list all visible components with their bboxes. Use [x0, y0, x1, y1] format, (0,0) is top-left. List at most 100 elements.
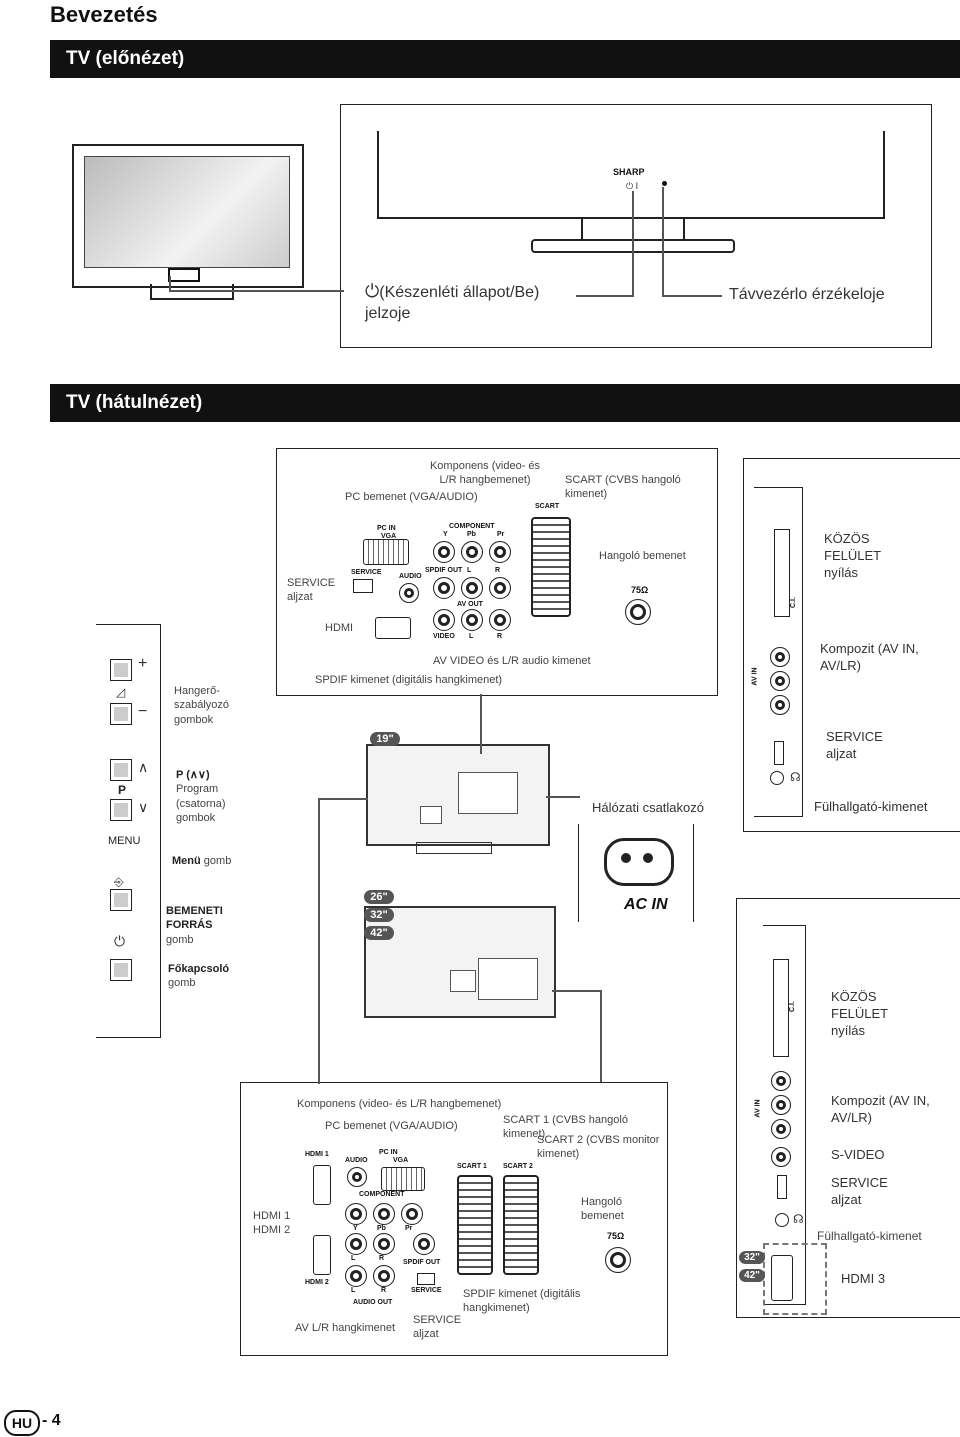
tv-rear-19 — [366, 744, 550, 846]
composite-l-jack[interactable] — [771, 1095, 791, 1115]
minus-icon: − — [138, 703, 148, 720]
side-panel-top: C.I. KÖZÖS FELÜLET nyílás AV IN Kompozit… — [743, 458, 960, 832]
pc-audio-jack[interactable] — [399, 583, 419, 603]
service-port[interactable] — [774, 741, 784, 765]
av-r-jack[interactable] — [489, 609, 511, 631]
program-down-button[interactable] — [110, 799, 132, 821]
component-y-jack[interactable] — [433, 541, 455, 563]
service-label: SERVICE aljzat — [287, 577, 336, 604]
scart-port[interactable] — [531, 517, 571, 617]
ac-socket-label: Hálózati csatlakozó — [592, 800, 704, 815]
component-r-jack[interactable] — [489, 577, 511, 599]
plus-icon: + — [138, 655, 148, 672]
audio-out-r-jack[interactable] — [373, 1265, 395, 1287]
component-r-jack[interactable] — [373, 1233, 395, 1255]
composite-video-jack[interactable] — [770, 695, 790, 715]
svideo-jack[interactable] — [771, 1147, 791, 1167]
component-label: Komponens (video- és L/R hangbemenet) — [429, 460, 541, 487]
power-icon: ⏻ — [114, 933, 126, 949]
spdif-label: SPDIF kimenet (digitális hangkimenet) — [463, 1288, 581, 1315]
ohm-value: 75Ω — [607, 1231, 625, 1241]
volume-label: Hangerő-szabályozó gombok — [174, 685, 230, 726]
ci-slot-label: KÖZÖS FELÜLET nyílás — [824, 531, 881, 580]
hdmi-port[interactable] — [375, 617, 411, 639]
service-port[interactable] — [417, 1273, 435, 1285]
component-l-jack[interactable] — [345, 1233, 367, 1255]
audio-out-l-jack[interactable] — [345, 1265, 367, 1287]
component-pb-jack[interactable] — [373, 1203, 395, 1225]
ci-slot-label: KÖZÖS FELÜLET nyílás — [831, 989, 888, 1038]
menu-label: Menü gomb — [172, 855, 232, 867]
component-pr-jack[interactable] — [401, 1203, 423, 1225]
tuner-jack[interactable] — [625, 599, 651, 625]
size-badge-26: 26" — [364, 890, 394, 904]
pc-audio-jack[interactable] — [347, 1167, 367, 1187]
spdif-label: SPDIF kimenet (digitális hangkimenet) — [315, 674, 503, 686]
composite-r-jack[interactable] — [771, 1071, 791, 1091]
service-port[interactable] — [777, 1175, 787, 1199]
front-detail-box: SHARP ⏻ I ⏻(Készenléti állapot/Be) jelzo… — [340, 104, 932, 348]
spdif-jack[interactable] — [413, 1233, 435, 1255]
ci-slot[interactable] — [773, 959, 789, 1057]
size-badge-42: 42" — [739, 1269, 765, 1282]
power-button[interactable] — [110, 959, 132, 981]
tv-rear-26-42 — [364, 906, 556, 1018]
service-label: SERVICE aljzat — [826, 729, 883, 761]
size-badge-32: 32" — [739, 1251, 765, 1264]
vga-port[interactable] — [363, 539, 409, 565]
chevron-down-icon: ∨ — [138, 799, 149, 815]
sensor-dot — [662, 181, 667, 186]
component-y-jack[interactable] — [345, 1203, 367, 1225]
av-lr-label: AV L/R hangkimenet — [295, 1322, 396, 1334]
power-led-icon: ⏻ I — [626, 181, 639, 191]
tuner-label: Hangoló bemenet — [599, 550, 686, 562]
composite-label: Kompozit (AV IN, AV/LR) — [831, 1093, 930, 1125]
power-icon: ⏻ — [365, 281, 380, 301]
component-pb-jack[interactable] — [461, 541, 483, 563]
service-port[interactable] — [353, 579, 373, 593]
language-badge: HU — [4, 1410, 40, 1436]
hdmi3-port[interactable] — [771, 1255, 793, 1301]
component-pr-jack[interactable] — [489, 541, 511, 563]
volume-up-button[interactable] — [110, 659, 132, 681]
ac-socket[interactable] — [604, 838, 674, 886]
chevron-up-icon: ∧ — [138, 759, 149, 775]
scart2-port[interactable] — [503, 1175, 539, 1275]
size-badge-19: 19" — [370, 732, 400, 746]
composite-r-jack[interactable] — [770, 647, 790, 667]
composite-l-jack[interactable] — [770, 671, 790, 691]
av-video-label: AV VIDEO és L/R audio kimenet — [433, 655, 591, 667]
tv-bezel — [377, 131, 885, 219]
program-up-button[interactable] — [110, 759, 132, 781]
vga-port[interactable] — [381, 1167, 425, 1191]
volume-down-button[interactable] — [110, 703, 132, 725]
hdmi-label: HDMI — [325, 622, 354, 634]
standby-indicator-label: ⏻(Készenléti állapot/Be) jelzoje — [365, 281, 540, 322]
spdif-jack[interactable] — [433, 577, 455, 599]
pc-input-label: PC bemenet (VGA/AUDIO) — [325, 1120, 458, 1132]
av-l-jack[interactable] — [461, 609, 483, 631]
page-number: - 4 — [42, 1412, 61, 1429]
service-label: SERVICE aljzat — [413, 1314, 462, 1341]
component-l-jack[interactable] — [461, 577, 483, 599]
size-badge-32: 32" — [364, 908, 394, 922]
headphone-jack[interactable] — [770, 771, 784, 785]
tuner-jack[interactable] — [605, 1247, 631, 1273]
hdmi2-port[interactable] — [313, 1235, 331, 1275]
av-video-jack[interactable] — [433, 609, 455, 631]
program-label: P (∧∨)Program (csatorna) gombok — [176, 769, 226, 824]
headphone-jack[interactable] — [775, 1213, 789, 1227]
input-button[interactable] — [110, 889, 132, 911]
side-button-panel: + ◿ − ∧ P ∨ MENU ⎆ ⏻ — [96, 624, 161, 1038]
composite-video-jack[interactable] — [771, 1119, 791, 1139]
hdmi1-port[interactable] — [313, 1165, 331, 1205]
tv-screen — [84, 156, 290, 268]
volume-icon: ◿ — [116, 685, 126, 699]
scart1-port[interactable] — [457, 1175, 493, 1275]
remote-sensor-label: Távvezérlo érzékeloje — [729, 286, 885, 303]
ci-slot[interactable] — [774, 529, 790, 617]
rear-top-panel: Komponens (video- és L/R hangbemenet) SC… — [276, 448, 718, 696]
rear-bottom-panel: Komponens (video- és L/R hangbemenet) PC… — [240, 1082, 668, 1356]
